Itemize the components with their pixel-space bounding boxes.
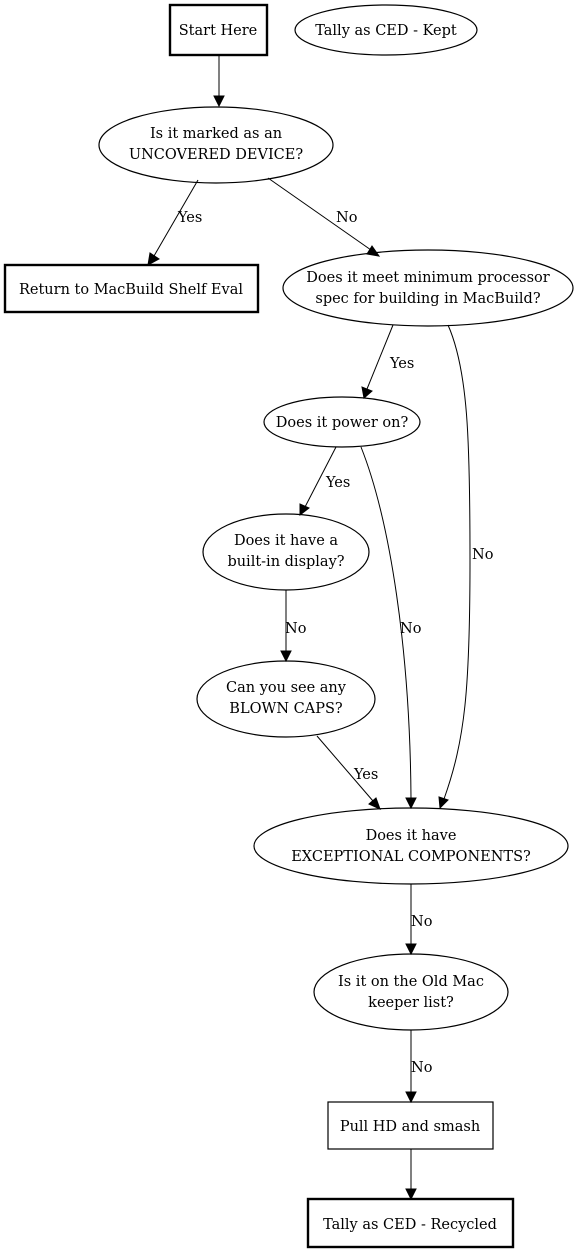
edge-keeper-no-label: No [411, 1060, 432, 1076]
edge-power-yes-label: Yes [325, 475, 350, 491]
edge-uncovered-yes: Yes [147, 179, 202, 266]
node-start-here: Start Here [168, 3, 269, 57]
edge-spec-no: No [438, 324, 493, 810]
edge-power-yes: Yes [299, 446, 350, 517]
node-uncovered-device-line2: UNCOVERED DEVICE? [129, 147, 304, 163]
node-built-in-display-line1: Does it have a [234, 533, 338, 549]
node-uncovered-device-line1: Is it marked as an [150, 126, 282, 142]
node-keeper-list-line2: keeper list? [368, 995, 454, 1011]
node-exceptional-components-line1: Does it have [366, 828, 457, 844]
edge-exceptional-no: No [405, 884, 432, 956]
edge-power-no-label: No [400, 621, 421, 637]
edge-keeper-no: No [405, 1030, 432, 1104]
edge-exceptional-no-label: No [411, 914, 432, 930]
node-start-here-label: Start Here [179, 23, 258, 39]
edge-display-no: No [280, 590, 306, 663]
node-keeper-list-line1: Is it on the Old Mac [338, 974, 484, 990]
node-tally-recycled-label: Tally as CED - Recycled [323, 1217, 497, 1233]
node-exceptional-components: Does it have EXCEPTIONAL COMPONENTS? [253, 807, 569, 885]
node-pull-hd-smash-label: Pull HD and smash [340, 1119, 480, 1135]
edge-power-no: No [360, 446, 421, 810]
edge-start-to-uncovered [213, 55, 225, 108]
edge-smash-to-recycled [405, 1149, 417, 1201]
node-built-in-display-line2: built-in display? [227, 554, 344, 570]
node-blown-caps-line2: BLOWN CAPS? [229, 701, 343, 717]
node-blown-caps-line1: Can you see any [226, 680, 347, 696]
node-return-shelf-eval-label: Return to MacBuild Shelf Eval [19, 282, 243, 298]
edge-display-no-label: No [285, 621, 306, 637]
node-power-on: Does it power on? [263, 396, 421, 448]
edge-spec-yes-label: Yes [389, 356, 414, 372]
node-return-shelf-eval: Return to MacBuild Shelf Eval [3, 263, 260, 314]
edge-uncovered-no: No [267, 177, 381, 257]
node-keeper-list: Is it on the Old Mac keeper list? [313, 953, 509, 1031]
edge-caps-yes-label: Yes [353, 767, 378, 783]
node-tally-kept: Tally as CED - Kept [294, 4, 478, 56]
node-exceptional-components-line2: EXCEPTIONAL COMPONENTS? [291, 849, 531, 865]
edge-uncovered-no-label: No [336, 210, 357, 226]
node-uncovered-device: Is it marked as an UNCOVERED DEVICE? [98, 106, 334, 184]
node-min-spec-line1: Does it meet minimum processor [306, 270, 549, 286]
node-tally-kept-label: Tally as CED - Kept [315, 23, 457, 39]
node-tally-recycled: Tally as CED - Recycled [306, 1197, 515, 1249]
node-power-on-label: Does it power on? [276, 415, 409, 431]
edge-spec-no-label: No [472, 547, 493, 563]
node-blown-caps: Can you see any BLOWN CAPS? [196, 660, 376, 738]
edge-caps-yes: Yes [316, 735, 381, 810]
node-built-in-display: Does it have a built-in display? [202, 513, 370, 591]
edge-spec-yes: Yes [361, 324, 414, 399]
node-min-spec: Does it meet minimum processor spec for … [282, 249, 574, 327]
node-min-spec-line2: spec for building in MacBuild? [315, 291, 540, 307]
edge-uncovered-yes-label: Yes [177, 210, 202, 226]
node-pull-hd-smash: Pull HD and smash [327, 1101, 494, 1150]
